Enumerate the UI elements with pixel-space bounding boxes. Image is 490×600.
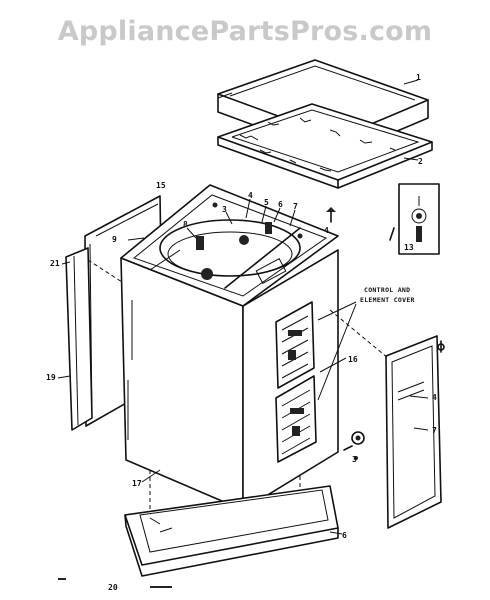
footer-marks bbox=[58, 578, 172, 588]
access-cover-panel bbox=[329, 309, 442, 529]
thermostat-detail-inset bbox=[398, 183, 440, 255]
left-side-panel bbox=[65, 247, 123, 431]
svg-text:19: 19 bbox=[46, 373, 56, 382]
callout-note-line1: CONTROL AND bbox=[364, 286, 410, 294]
base-pan bbox=[124, 470, 339, 577]
svg-text:3: 3 bbox=[352, 455, 357, 464]
svg-text:9: 9 bbox=[112, 235, 117, 244]
svg-text:7: 7 bbox=[293, 202, 298, 211]
cabinet-body bbox=[120, 184, 339, 511]
svg-text:5: 5 bbox=[264, 198, 269, 207]
cover-screw bbox=[437, 340, 445, 353]
callout-note: CONTROL AND ELEMENT COVER bbox=[360, 286, 415, 304]
control-element-openings bbox=[275, 301, 317, 463]
svg-text:4: 4 bbox=[324, 226, 329, 235]
svg-text:20: 20 bbox=[108, 583, 118, 592]
svg-text:1: 1 bbox=[416, 73, 421, 82]
svg-text:4: 4 bbox=[432, 393, 437, 402]
svg-text:3: 3 bbox=[222, 205, 227, 214]
side-fitting bbox=[343, 431, 365, 460]
svg-text:2: 2 bbox=[418, 157, 423, 166]
svg-text:6: 6 bbox=[278, 200, 283, 209]
svg-text:6: 6 bbox=[342, 531, 347, 540]
watermark-text: AppliancePartsPros.com bbox=[57, 16, 433, 47]
svg-text:8: 8 bbox=[183, 220, 188, 229]
inset-leader bbox=[389, 227, 395, 241]
callout-leaders bbox=[57, 79, 429, 535]
top-gasket bbox=[217, 103, 433, 189]
svg-text:4: 4 bbox=[248, 191, 253, 200]
callout-numbers: 1 2 3 4 5 6 7 8 9 4 13 15 21 19 16 4 7 3… bbox=[46, 73, 437, 592]
callout-note-line2: ELEMENT COVER bbox=[360, 296, 415, 304]
svg-text:21: 21 bbox=[50, 259, 60, 268]
svg-text:15: 15 bbox=[156, 181, 166, 190]
svg-text:7: 7 bbox=[432, 426, 437, 435]
svg-text:13: 13 bbox=[404, 243, 414, 252]
svg-text:16: 16 bbox=[348, 355, 358, 364]
mounting-bolt bbox=[326, 207, 336, 223]
svg-text:17: 17 bbox=[132, 479, 142, 488]
